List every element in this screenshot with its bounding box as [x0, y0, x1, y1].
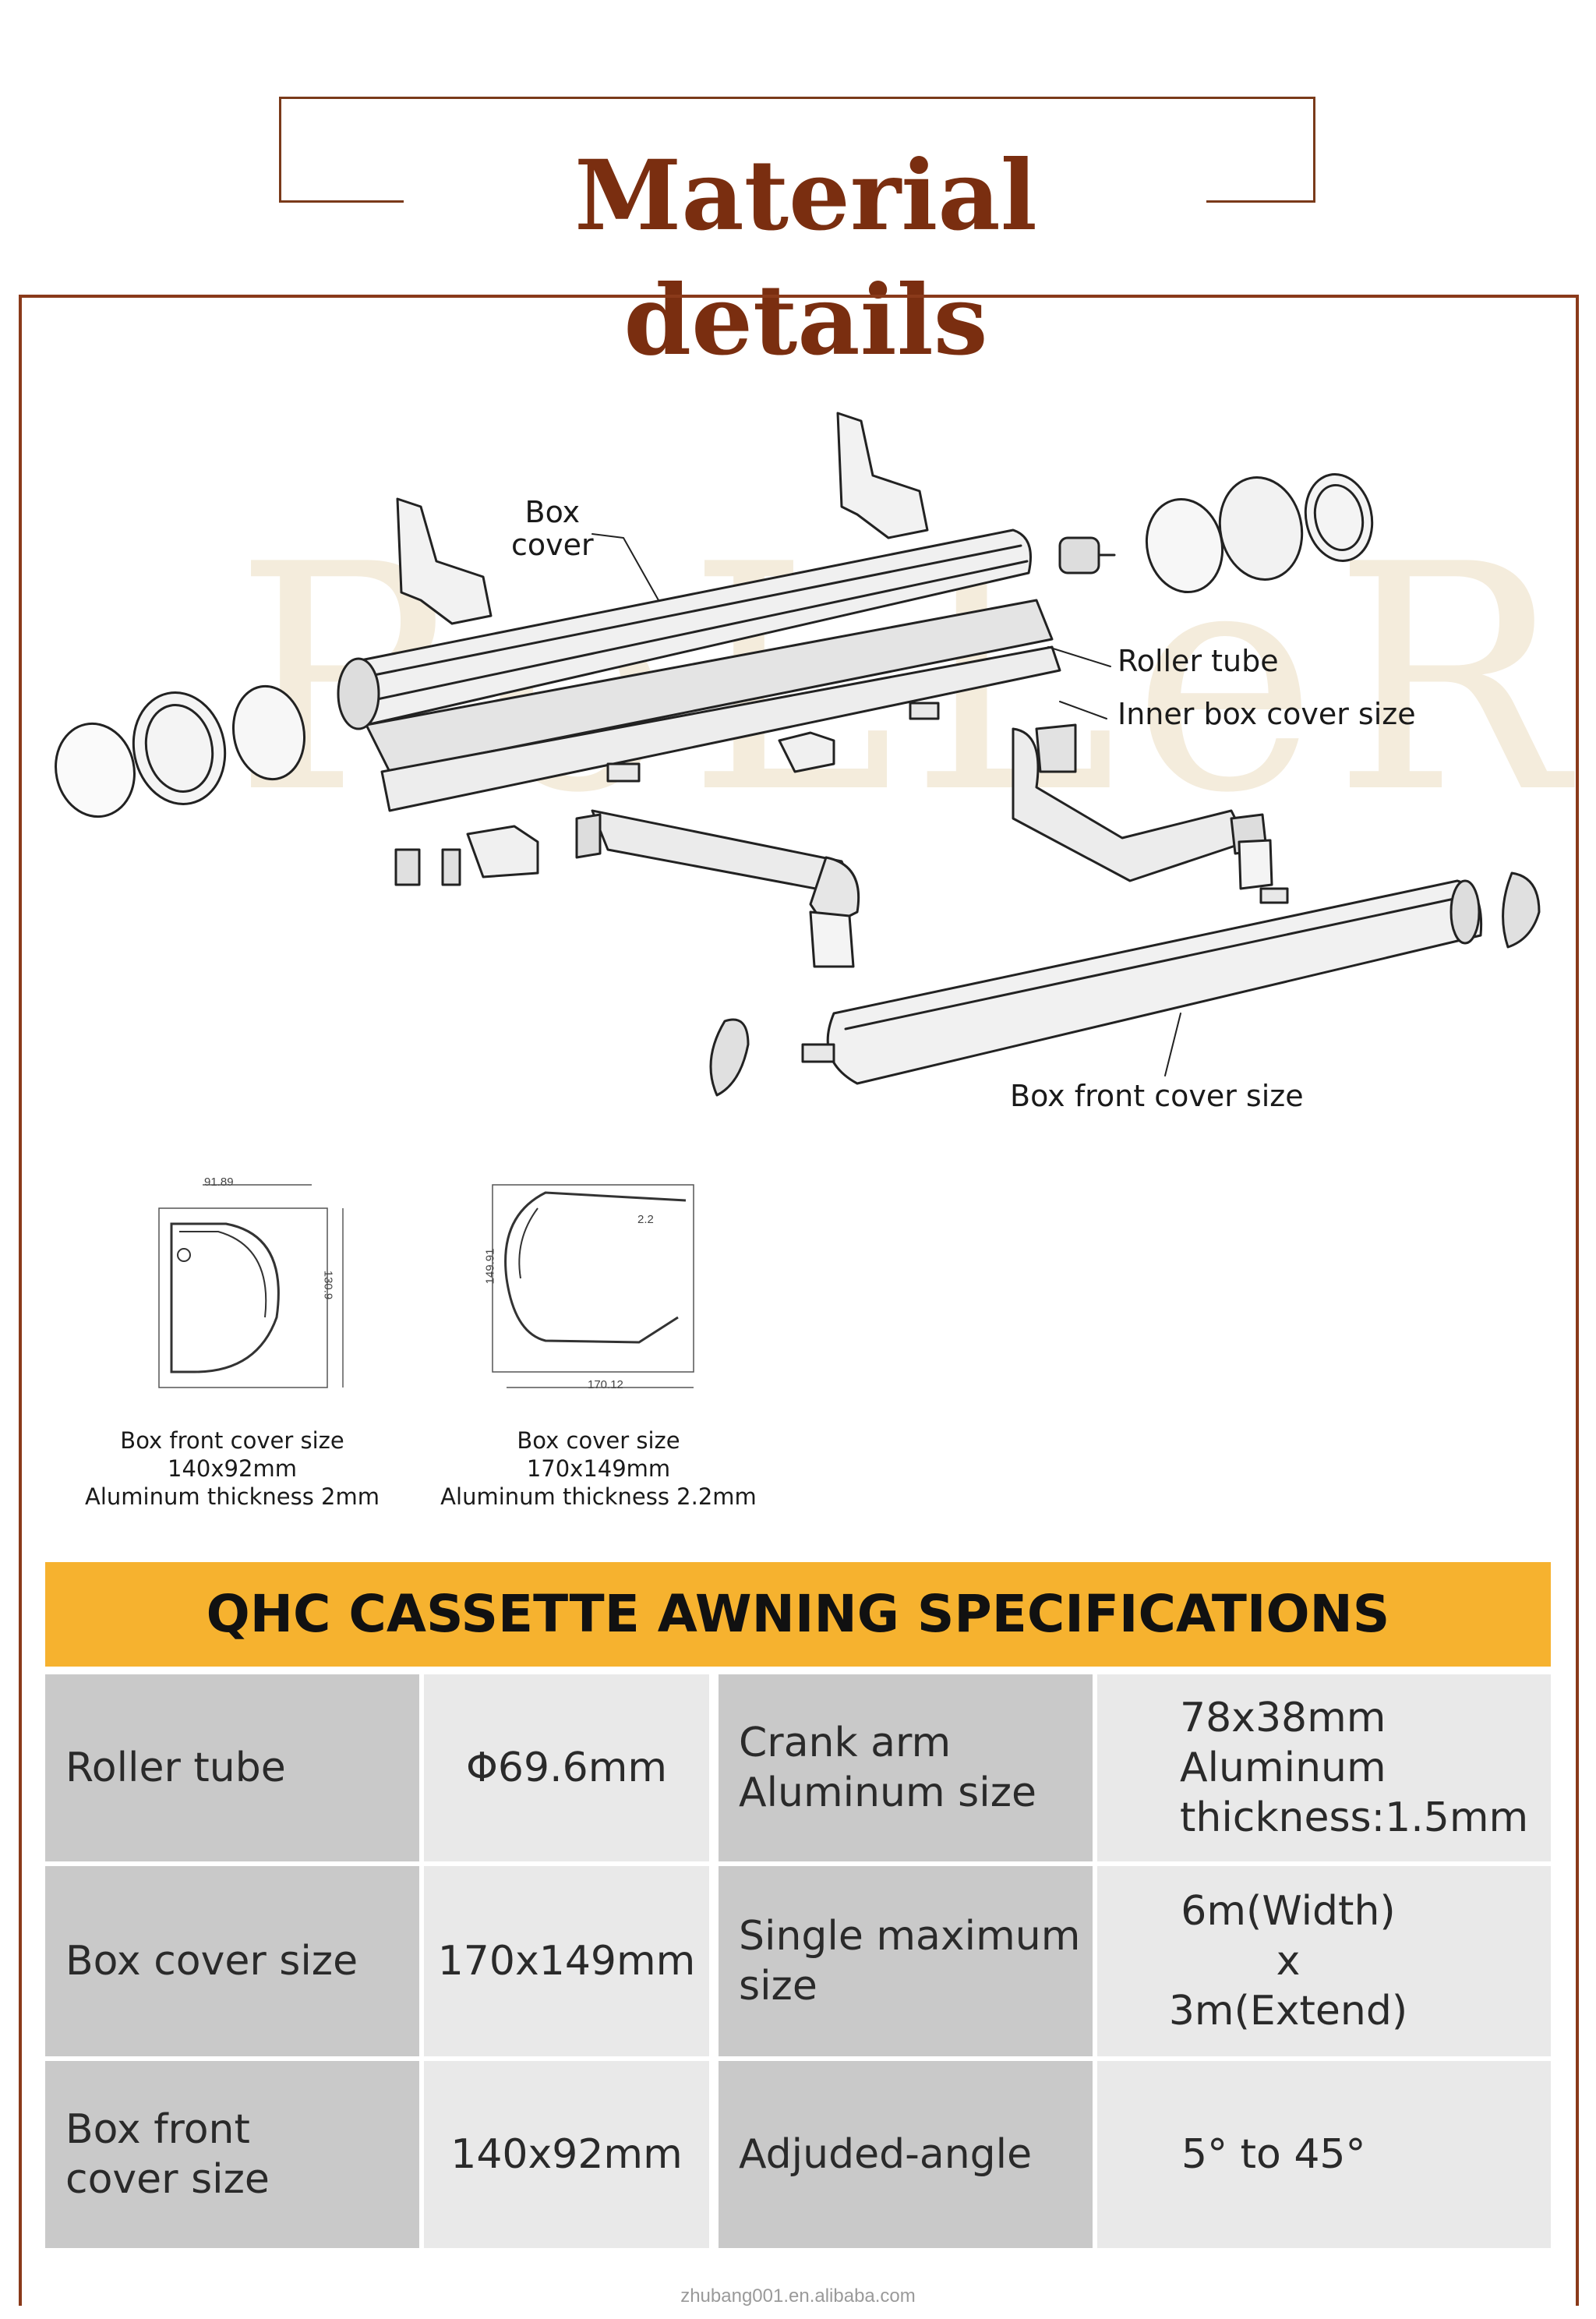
cell-text: Single maximum	[739, 1913, 1081, 1960]
caption-line: Aluminum thickness 2.2mm	[440, 1483, 757, 1510]
spec-label-box-cover: Box cover size	[45, 1866, 419, 2056]
spec-value-roller-tube: Φ69.6mm	[424, 1674, 709, 1861]
caption-line: Box cover size	[517, 1427, 680, 1454]
cell-text: Adjuded-angle	[739, 2131, 1033, 2178]
box-cover-label-line2: cover	[511, 528, 594, 562]
right-profile-dim-top: 2.2	[637, 1213, 654, 1226]
caption-line: 170x149mm	[526, 1455, 671, 1482]
cell-text: 78x38mm	[1180, 1695, 1386, 1741]
left-profile-dim-side: 130.9	[321, 1270, 335, 1300]
spec-value-angle: 5° to 45°	[1097, 2061, 1551, 2248]
cell-text: 170x149mm	[437, 1938, 696, 1985]
caption-line: 140x92mm	[168, 1455, 297, 1482]
page-title: Material details	[574, 140, 1037, 377]
cell-text: Φ69.6mm	[465, 1745, 668, 1791]
cell-text: x	[1276, 1938, 1301, 1985]
cell-text: 6m(Width)	[1181, 1888, 1396, 1935]
cell-text: Roller tube	[65, 1745, 286, 1791]
cell-text: Crank arm	[739, 1720, 952, 1766]
caption-line: Aluminum thickness 2mm	[85, 1483, 380, 1510]
roller-tube-label: Roller tube	[1118, 644, 1279, 678]
spec-banner	[45, 1562, 1551, 1667]
cell-text: thickness:1.5mm	[1180, 1794, 1529, 1841]
spec-value-box-cover: 170x149mm	[424, 1866, 709, 2056]
box-cover-label: Box cover	[511, 496, 594, 561]
cell-text: 140x92mm	[450, 2131, 683, 2178]
content-frame	[19, 295, 1579, 2306]
right-profile-caption: Box cover size 170x149mm Aluminum thickn…	[427, 1426, 770, 1511]
inner-box-cover-label: Inner box cover size	[1118, 697, 1416, 731]
cell-text: size	[739, 1963, 817, 2010]
cell-text: Box front	[65, 2106, 250, 2153]
spec-label-angle: Adjuded-angle	[719, 2061, 1093, 2248]
title-frame-line-right	[1206, 200, 1315, 203]
caption-line: Box front cover size	[120, 1427, 344, 1454]
right-profile-dim-bottom: 170.12	[588, 1378, 623, 1391]
cell-text: Aluminum size	[739, 1769, 1037, 1816]
title-frame	[279, 97, 1315, 203]
spec-label-roller-tube: Roller tube	[45, 1674, 419, 1861]
cell-text: Box cover size	[65, 1938, 358, 1985]
exploded-assembly-diagram	[55, 412, 1541, 1097]
profile-drawings	[158, 1184, 694, 1388]
spec-value-max-size-pad	[1479, 1866, 1551, 2056]
cell-text: 3m(Extend)	[1168, 1988, 1408, 2034]
spec-value-box-front-cover: 140x92mm	[424, 2061, 709, 2248]
cell-text: 5° to 45°	[1181, 2131, 1366, 2178]
box-front-cover-label: Box front cover size	[1010, 1079, 1304, 1113]
cell-text: Aluminum	[1180, 1745, 1386, 1791]
right-profile-dim-side: 149.91	[483, 1248, 497, 1285]
title-frame-line-left	[279, 200, 404, 203]
left-profile-dim-top: 91.89	[204, 1175, 234, 1189]
cell-text: cover size	[65, 2156, 270, 2203]
footer-url: zhubang001.en.alibaba.com	[680, 2285, 916, 2307]
box-cover-label-line1: Box	[524, 495, 581, 529]
left-profile-caption: Box front cover size 140x92mm Aluminum t…	[61, 1426, 404, 1511]
spec-title: QHC CASSETTE AWNING SPECIFICATIONS	[206, 1584, 1390, 1644]
